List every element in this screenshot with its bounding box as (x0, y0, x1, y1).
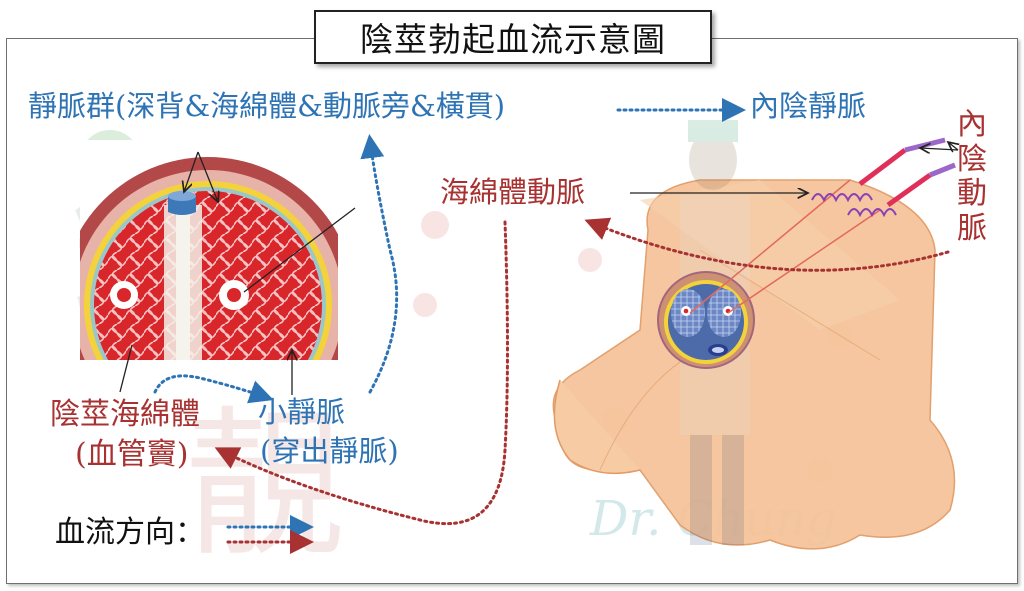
artery-pointers (630, 142, 958, 193)
penis-illustration (552, 120, 956, 550)
label-cavernous-artery: 海綿體動脈 (440, 175, 586, 209)
label-internal-pudendal-vein: 內陰靜脈 (750, 89, 867, 123)
watermark-glyph-2: 靚 (185, 391, 345, 578)
label-internal-pudendal-artery: 內陰動脈 (957, 107, 987, 246)
legend-label: 血流方向： (55, 515, 205, 550)
label-vascular-sinus: (血管竇) (75, 437, 189, 472)
title-box: 陰莖勃起血流示意圖 (314, 10, 712, 64)
label-venule: 小靜脈 (258, 395, 346, 429)
label-vein-group: 靜脈群(深背&海綿體&動脈旁&橫貫) (28, 89, 506, 123)
cross-section-pointers (119, 151, 356, 395)
page-title: 陰莖勃起血流示意圖 (360, 20, 666, 59)
label-corpus-cavernosum: 陰莖海綿體 (50, 397, 200, 432)
cross-section (80, 140, 338, 360)
flow-arrows (153, 98, 950, 554)
label-emissary-vein: (穿出靜脈) (260, 434, 399, 468)
